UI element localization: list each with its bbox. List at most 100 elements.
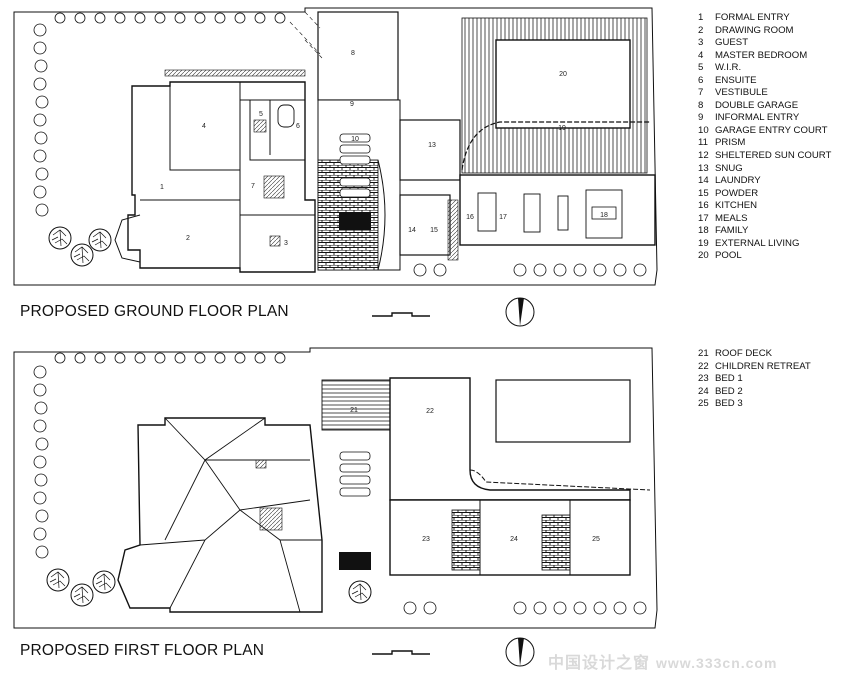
room-number-19: 19	[558, 125, 566, 132]
room-number-4: 4	[202, 123, 206, 130]
legend-label: POWDER	[715, 187, 759, 199]
legend-number: 17	[698, 212, 709, 224]
legend-number: 12	[698, 150, 709, 162]
room-number-20: 20	[559, 71, 567, 78]
north-arrow-icon	[505, 297, 535, 327]
room-number-5: 5	[259, 111, 263, 118]
legend-label: FAMILY	[715, 225, 749, 237]
legend-number: 16	[698, 200, 709, 212]
legend-label: LAUNDRY	[715, 175, 761, 187]
legend-number: 11	[698, 137, 708, 149]
legend-label: MASTER BEDROOM	[715, 49, 808, 61]
legend-number: 24	[698, 385, 709, 397]
legend-item: 18 FAMILY	[698, 225, 831, 238]
legend-label: POOL	[715, 250, 742, 262]
legend-label: INFORMAL ENTRY	[715, 112, 800, 124]
legend-label: FORMAL ENTRY	[715, 12, 790, 23]
legend-item: 15 POWDER	[698, 188, 831, 201]
room-number-3: 3	[284, 240, 288, 247]
legend-item: 16 KITCHEN	[698, 200, 831, 213]
legend-number: 14	[698, 175, 709, 187]
room-number-16: 16	[466, 214, 474, 221]
room-number-6: 6	[296, 123, 300, 130]
legend-item: 9 INFORMAL ENTRY	[698, 112, 831, 125]
legend-number: 23	[698, 373, 709, 385]
legend-number: 10	[698, 124, 709, 136]
legend-label: DOUBLE GARAGE	[715, 99, 799, 111]
legend-item: 3 GUEST	[698, 37, 831, 50]
watermark: 中国设计之窗 www.333cn.com	[548, 649, 777, 673]
legend-label: SHELTERED SUN COURT	[715, 150, 832, 162]
legend-item: 19 EXTERNAL LIVING	[698, 238, 831, 251]
legend-number: 8	[698, 99, 704, 111]
legend-item: 11 PRISM	[698, 137, 831, 150]
legend-number: 5	[698, 62, 704, 74]
room-number-25: 25	[592, 536, 600, 543]
legend-item: 5 W.I.R.	[698, 62, 831, 75]
legend-number: 7	[698, 87, 704, 99]
watermark-url: www.333cn.com	[656, 655, 778, 671]
legend-item: 12 SHELTERED SUN COURT	[698, 150, 831, 163]
room-number-22: 22	[426, 408, 434, 415]
legend-number: 19	[698, 237, 709, 249]
room-number-21: 21	[350, 407, 358, 414]
legend-label: GUEST	[715, 37, 749, 49]
legend-label: ENSUITE	[715, 74, 757, 86]
legend-label: SNUG	[715, 162, 743, 174]
scale-bar	[372, 312, 430, 317]
legend-number: 20	[698, 250, 709, 262]
legend-item: 10 GARAGE ENTRY COURT	[698, 125, 831, 138]
watermark-brand: 中国设计之窗	[548, 655, 651, 672]
legend-number: 9	[698, 112, 704, 124]
legend-item: 14 LAUNDRY	[698, 175, 831, 188]
room-number-13: 13	[428, 142, 436, 149]
legend-number: 18	[698, 225, 709, 237]
legend-label: DRAWING ROOM	[715, 24, 794, 36]
legend-label: GARAGE ENTRY COURT	[715, 124, 828, 136]
room-number-18: 18	[600, 212, 608, 219]
legend-number: 13	[698, 162, 709, 174]
legend-item: 23 BED 1	[698, 373, 811, 386]
legend-item: 20 POOL	[698, 250, 831, 263]
legend-item: 7 VESTIBULE	[698, 87, 831, 100]
north-arrow-icon	[505, 637, 535, 667]
scale-bar	[372, 650, 430, 655]
first-floor-title: PROPOSED FIRST FLOOR PLAN	[20, 642, 265, 659]
legend-label: PRISM	[715, 137, 746, 149]
legend-item: 2 DRAWING ROOM	[698, 25, 831, 38]
legend-label: VESTIBULE	[715, 87, 768, 99]
legend-label: ROOF DECK	[715, 348, 773, 359]
legend-label: BED 1	[715, 373, 743, 385]
legend-label: CHILDREN RETREAT	[715, 360, 811, 372]
room-number-9: 9	[350, 101, 354, 108]
room-number-15: 15	[430, 227, 438, 234]
legend-number: 2	[698, 24, 704, 36]
room-number-23: 23	[422, 536, 430, 543]
room-number-8: 8	[351, 50, 355, 57]
legend-label: KITCHEN	[715, 200, 758, 212]
legend-number: 3	[698, 37, 704, 49]
legend-number: 25	[698, 398, 709, 410]
legend-item: 8 DOUBLE GARAGE	[698, 100, 831, 113]
legend-number: 15	[698, 187, 709, 199]
legend-label: W.I.R.	[715, 62, 742, 74]
room-number-10: 10	[351, 136, 359, 143]
legend-number: 1	[698, 12, 704, 23]
room-number-2: 2	[186, 235, 190, 242]
room-number-7: 7	[251, 183, 255, 190]
legend-item: 1 FORMAL ENTRY	[698, 12, 831, 25]
first-floor-plan: 21 22 23 24 25	[13, 347, 658, 667]
legend-label: EXTERNAL LIVING	[715, 237, 800, 249]
ground-floor-title: PROPOSED GROUND FLOOR PLAN	[20, 303, 289, 320]
room-number-17: 17	[499, 214, 507, 221]
legend-item: 13 SNUG	[698, 163, 831, 176]
room-number-24: 24	[510, 536, 518, 543]
legend-number: 4	[698, 49, 704, 61]
